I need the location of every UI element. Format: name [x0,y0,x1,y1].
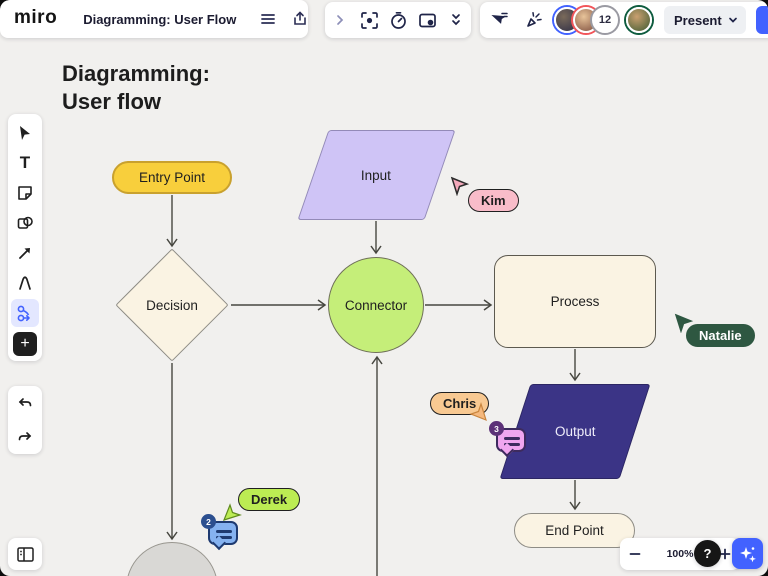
frames-panel-button[interactable] [8,538,42,570]
present-label: Present [674,12,722,28]
hamburger-menu-icon[interactable] [254,5,282,33]
reactions-confetti-icon[interactable] [520,6,548,34]
main-toolbar: miro Diagramming: User Flow [0,0,340,38]
comment-line [504,437,520,440]
tool-sidebar: T + [8,114,42,361]
export-icon[interactable] [286,5,314,33]
sparkles-icon [739,546,756,562]
arrow-tool[interactable] [11,239,39,267]
screen-share-icon[interactable] [413,6,441,34]
avatar-overflow-count[interactable]: 12 [592,7,618,33]
cursor-name-tag: Natalie [686,324,755,347]
frames-panel-icon [16,546,34,562]
zoom-out-icon[interactable] [628,547,642,561]
shape-entry-point[interactable]: Entry Point [112,161,232,194]
shape-label: Input [361,167,392,183]
history-panel [8,386,42,454]
shape-decision[interactable]: Decision [115,248,229,362]
shape-connector[interactable]: Connector [328,257,424,353]
derek-cursor-icon [222,503,242,521]
frame-focus-icon[interactable] [355,6,383,34]
sticky-note-tool[interactable] [11,179,39,207]
natalie-cursor-icon [674,313,694,333]
comment-line [216,530,232,533]
shape-label: Entry Point [138,170,206,185]
avatar-stack[interactable]: 12 [554,7,652,33]
text-tool[interactable]: T [19,153,31,172]
shape-process[interactable]: Process [494,255,656,348]
shape-label: Connector [344,297,408,313]
connector-tool[interactable] [11,299,39,327]
chris-cursor-icon [469,402,487,422]
expand-chevron-icon[interactable] [326,6,354,34]
more-apps-tool[interactable]: + [13,332,37,356]
board-heading[interactable]: Diagramming: User flow [62,60,210,116]
cursor-name-tag: Derek [238,488,301,511]
zoom-in-icon[interactable] [718,547,732,561]
shape-end-point[interactable]: End Point [514,513,635,548]
undo-icon[interactable] [11,390,39,418]
shape-label: End Point [545,523,604,538]
shape-label: Process [550,294,600,309]
timer-icon[interactable] [384,6,412,34]
kim-cursor-icon [450,176,470,196]
ai-assistant-button[interactable] [732,538,763,569]
comment-thread[interactable]: 2 [201,514,238,551]
cursor-name-tag: Chris [430,392,490,415]
miro-logo[interactable]: miro [14,7,58,28]
shape-partial-circle[interactable] [126,542,218,576]
board-title[interactable]: Diagramming: User Flow [83,11,237,27]
redo-icon[interactable] [11,422,39,450]
facilitation-toolbar [325,2,471,38]
select-tool[interactable] [11,119,39,147]
collaborator-cursors-icon[interactable] [486,6,514,34]
avatar[interactable] [626,7,652,33]
zoom-level[interactable]: 100% [666,548,694,560]
present-button[interactable]: Present [664,6,746,34]
board-heading-line2: User flow [62,89,162,114]
collaboration-bar: 12 Present Share [480,2,768,38]
shape-label: Decision [146,297,198,313]
shapes-tool[interactable] [11,209,39,237]
comment-thread[interactable]: 3 [489,421,526,458]
share-button[interactable]: Share [755,6,768,34]
comment-count-badge: 3 [489,421,504,436]
zoom-controls: 100% [620,538,740,570]
comment-count-badge: 2 [201,514,216,529]
chevron-down-icon [728,17,737,23]
comment-line [504,443,520,446]
shape-input[interactable]: Input [297,130,456,220]
cursor-name-tag: Kim [468,189,519,212]
collapse-double-chevron-icon[interactable] [442,6,470,34]
pen-tool[interactable] [11,269,39,297]
shape-label: Output [554,424,596,439]
comment-line [216,536,232,539]
board-heading-line1: Diagramming: [62,61,210,86]
help-button[interactable]: ? [694,540,721,567]
